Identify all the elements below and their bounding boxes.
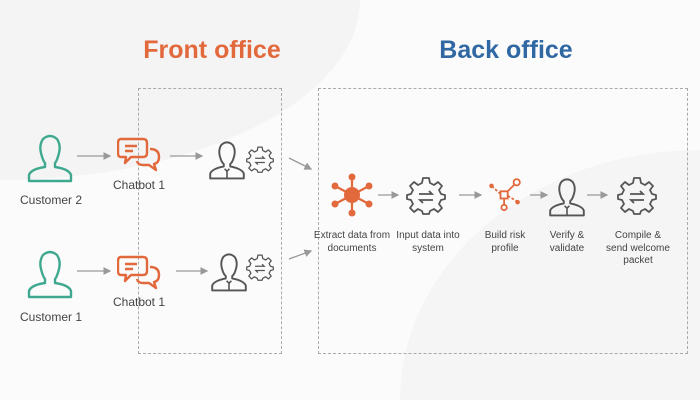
chatbot-icon	[117, 254, 161, 290]
step-label: Input data into system	[396, 230, 460, 254]
agent-icon	[209, 252, 249, 292]
step-label: Extract data from documents	[313, 230, 391, 254]
gear-sync-icon	[246, 253, 274, 281]
gear-sync-icon	[617, 175, 657, 215]
step-label: Build risk profile	[484, 230, 526, 254]
chatbot-icon	[117, 136, 161, 172]
customer-icon	[25, 249, 75, 299]
step-label: Compile & send welcome packet	[606, 230, 670, 266]
customer-icon	[25, 133, 75, 183]
agent-icon	[207, 140, 247, 180]
customer-label: Customer 2	[19, 193, 83, 207]
chatbot-label: Chatbot 1	[112, 295, 166, 309]
front-office-box	[138, 88, 282, 354]
gear-sync-icon	[406, 175, 446, 215]
back-office-box	[318, 88, 688, 354]
back-office-title: Back office	[439, 36, 573, 64]
gear-sync-icon	[246, 145, 274, 173]
customer-label: Customer 1	[19, 310, 83, 324]
agent-icon	[547, 176, 587, 218]
chatbot-label: Chatbot 1	[112, 178, 166, 192]
arrow	[288, 157, 313, 170]
step-label: Verify & validate	[549, 230, 585, 254]
front-office-title: Front office	[143, 36, 281, 64]
network-hub-icon	[330, 173, 374, 217]
risk-network-icon	[487, 176, 523, 212]
